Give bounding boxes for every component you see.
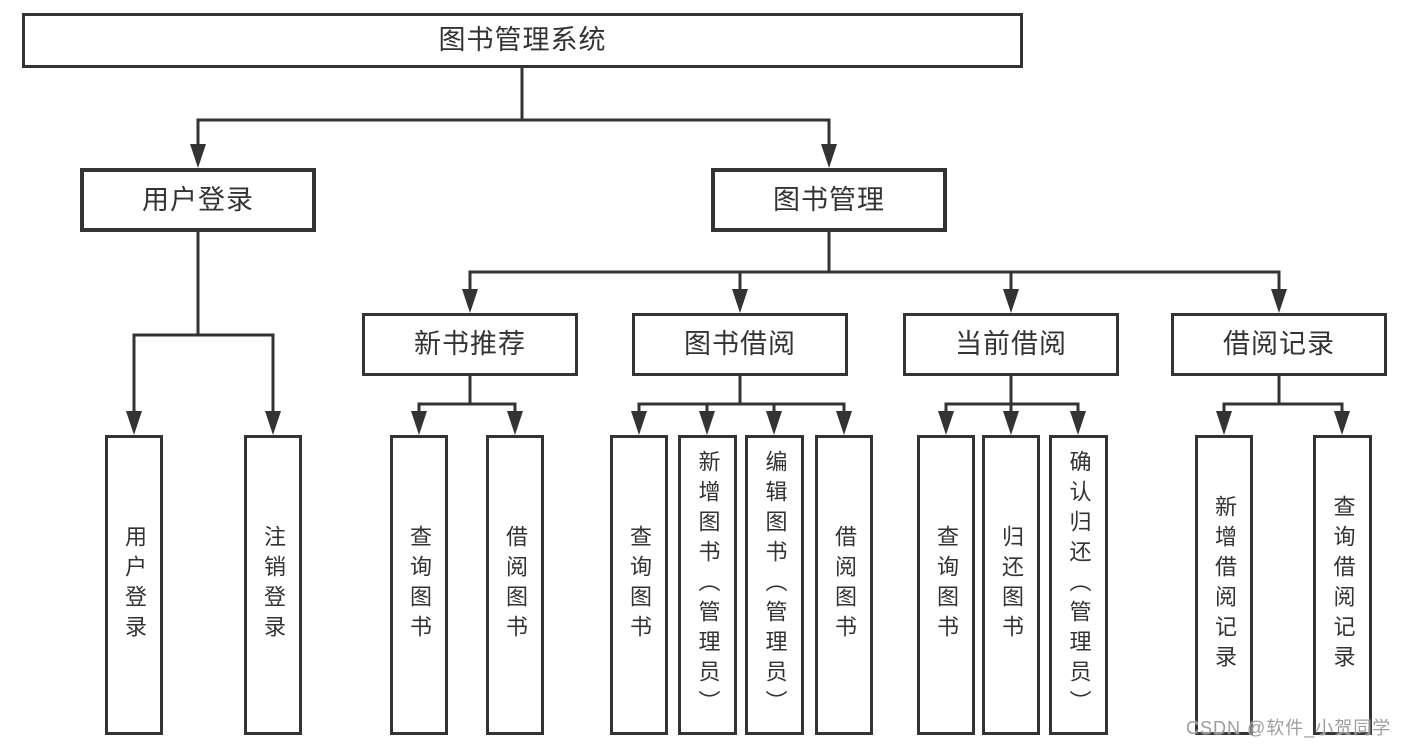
node-borrowing-records: 借阅记录 (1171, 313, 1387, 376)
node-borrowing-records-label: 借阅记录 (1223, 329, 1335, 359)
leaf-rec-borrow-book-label: 借阅图书 (503, 525, 528, 645)
leaf-cb-return-book: 归还图书 (982, 435, 1040, 735)
connector-user-login (132, 232, 275, 415)
node-current-borrowing-label: 当前借阅 (955, 329, 1067, 359)
connector-borrowing-records (1222, 376, 1344, 415)
leaf-cb-query-book: 查询图书 (917, 435, 975, 735)
connector-book-management (468, 232, 1281, 295)
leaf-logout: 注销登录 (244, 435, 302, 735)
node-book-management: 图书管理 (711, 168, 947, 232)
csdn-watermark: CSDN @软件_小贺同学 (1186, 718, 1392, 738)
leaf-bb-borrow-book: 借阅图书 (815, 435, 873, 735)
leaf-br-query-record-label: 查询借阅记录 (1330, 495, 1356, 675)
leaf-bb-edit-book-label: 编辑图书（管理员） (762, 450, 788, 720)
connector-new-book-recommend (417, 376, 517, 415)
leaf-user-login: 用户登录 (105, 435, 163, 735)
node-current-borrowing: 当前借阅 (903, 313, 1119, 376)
connector-root (196, 68, 831, 150)
node-book-borrowing-label: 图书借阅 (684, 329, 796, 359)
leaf-cb-confirm-return: 确认归还（管理员） (1049, 435, 1108, 735)
leaf-rec-borrow-book: 借阅图书 (486, 435, 544, 735)
connector-book-borrowing (637, 376, 846, 415)
node-new-book-recommend-label: 新书推荐 (414, 329, 526, 359)
node-root-label: 图书管理系统 (438, 25, 607, 55)
node-user-login-label: 用户登录 (142, 184, 254, 215)
leaf-br-add-record: 新增借阅记录 (1195, 435, 1253, 735)
leaf-cb-confirm-return-label: 确认归还（管理员） (1066, 450, 1092, 720)
leaf-user-login-label: 用户登录 (122, 525, 147, 645)
node-new-book-recommend: 新书推荐 (362, 313, 578, 376)
leaf-cb-return-book-label: 归还图书 (999, 525, 1024, 645)
leaf-bb-add-book: 新增图书（管理员） (678, 435, 737, 735)
leaf-rec-query-book-label: 查询图书 (407, 525, 432, 645)
leaf-bb-query-book-label: 查询图书 (627, 525, 652, 645)
connector-current-borrowing (944, 376, 1080, 415)
leaf-bb-edit-book: 编辑图书（管理员） (745, 435, 804, 735)
node-user-login: 用户登录 (80, 168, 316, 232)
node-root: 图书管理系统 (22, 13, 1023, 68)
arrow-down-icons (126, 144, 1350, 435)
leaf-bb-borrow-book-label: 借阅图书 (832, 525, 857, 645)
leaf-bb-add-book-label: 新增图书（管理员） (695, 450, 721, 720)
leaf-br-query-record: 查询借阅记录 (1313, 435, 1372, 735)
node-book-borrowing: 图书借阅 (632, 313, 848, 376)
leaf-bb-query-book: 查询图书 (610, 435, 668, 735)
leaf-rec-query-book: 查询图书 (390, 435, 448, 735)
leaf-cb-query-book-label: 查询图书 (934, 525, 959, 645)
leaf-logout-label: 注销登录 (261, 525, 286, 645)
node-book-management-label: 图书管理 (773, 184, 885, 215)
leaf-br-add-record-label: 新增借阅记录 (1212, 495, 1237, 675)
